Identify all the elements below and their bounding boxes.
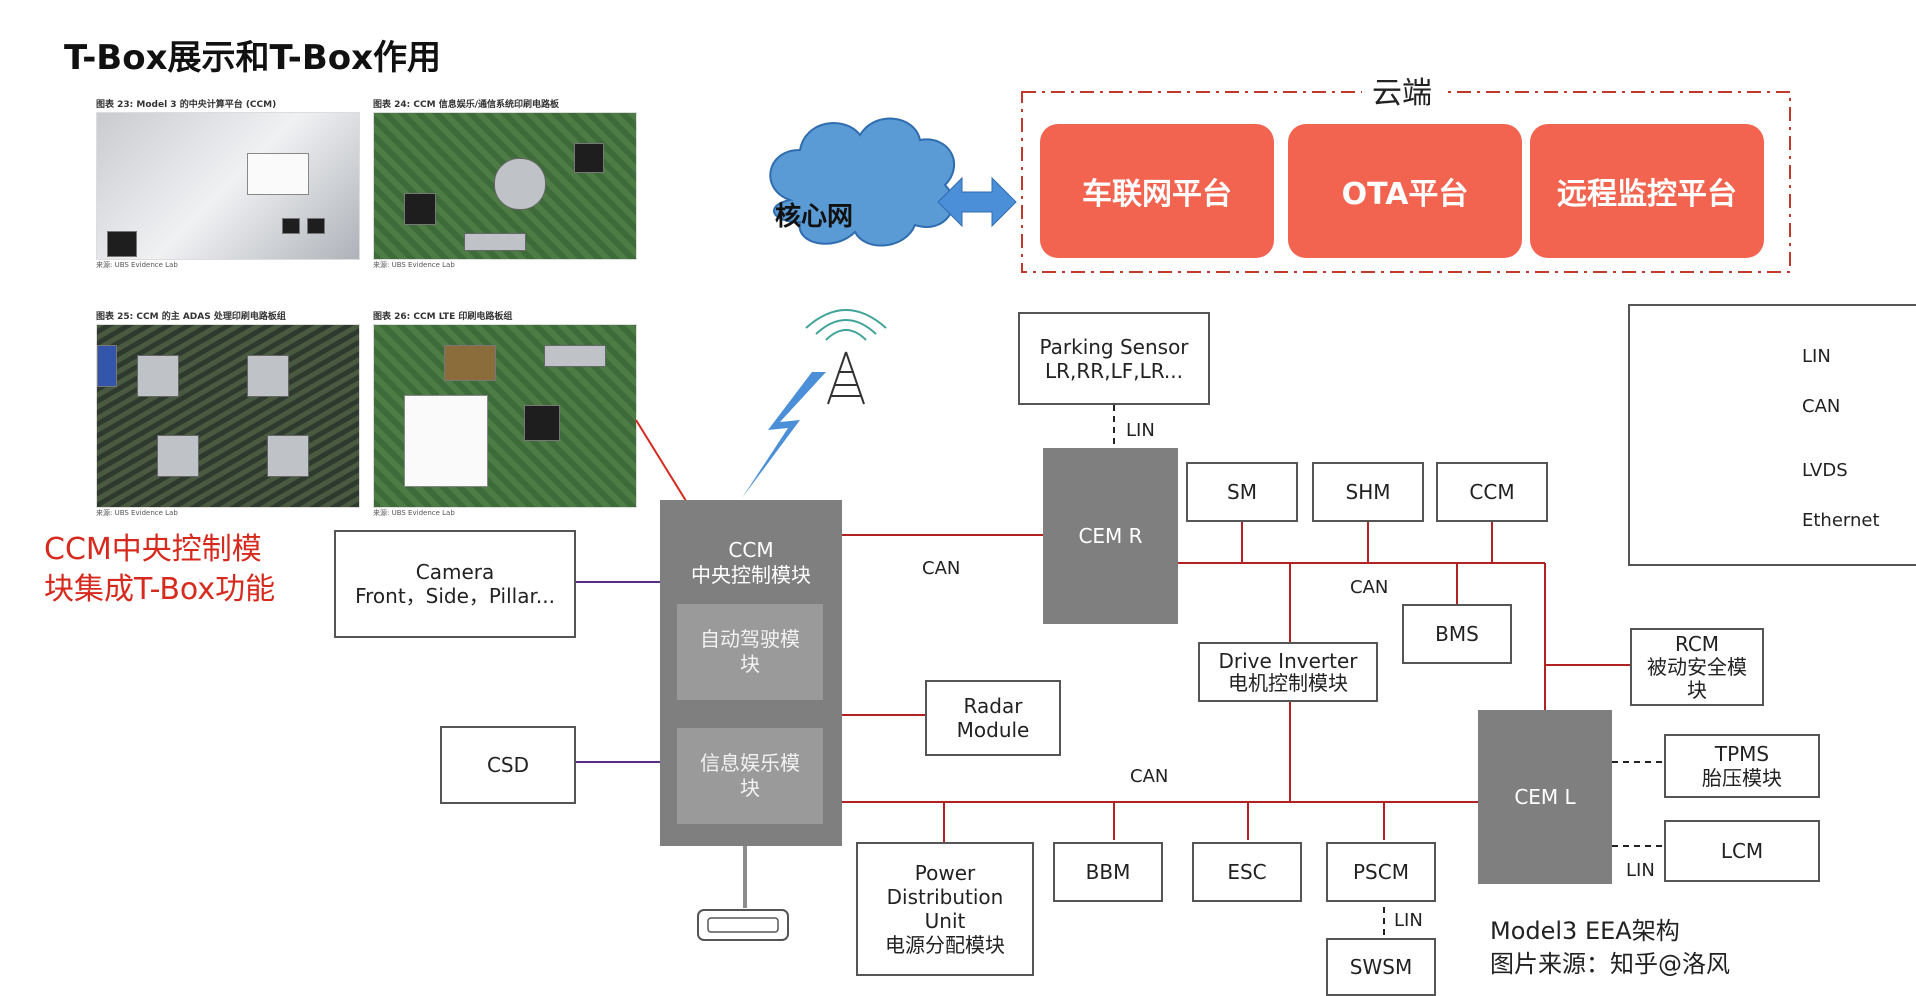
pdu-module: Power Distribution Unit 电源分配模块: [856, 842, 1034, 976]
remote-monitor-platform: 远程监控平台: [1530, 124, 1764, 258]
iov-platform: 车联网平台: [1040, 124, 1274, 258]
pdu-label: 电源分配模块: [885, 933, 1005, 957]
ccm-tbox-note: CCM中央控制模 块集成T-Box功能: [44, 530, 314, 610]
ccm-sublabel: 中央控制模块: [691, 563, 811, 587]
slide-title: T-Box展示和T-Box作用: [64, 38, 442, 78]
footer-caption: Model3 EEA架构 图片来源：知乎@洛风: [1490, 915, 1730, 981]
cloud-title: 云端: [1362, 68, 1442, 112]
bms-module: BMS: [1402, 604, 1512, 664]
tower-icon: [805, 309, 887, 405]
lin-label: LIN: [1626, 860, 1655, 881]
lin-label: LIN: [1394, 910, 1423, 931]
rcm-label: RCM: [1674, 631, 1720, 656]
rcm-label: 被动安全模: [1647, 654, 1747, 679]
note-line: 块集成T-Box功能: [44, 572, 276, 607]
legend-label-lvds: LVDS: [1802, 460, 1848, 481]
drive-inverter-sublabel: 电机控制模块: [1227, 671, 1348, 695]
can-label: CAN: [1130, 766, 1169, 787]
can-bus: [842, 520, 1630, 848]
legend-label-can: CAN: [1802, 396, 1841, 417]
radar-label: Module: [956, 718, 1030, 742]
pscm-module: PSCM: [1326, 842, 1436, 902]
lte-pcb-photo: [373, 324, 637, 508]
cem-l-module: CEM L: [1478, 710, 1612, 884]
footer-title: Model3 EEA架构: [1490, 917, 1680, 945]
photo-caption: 图表 23: Model 3 的中央计算平台 (CCM): [96, 100, 277, 110]
photo-caption: 图表 26: CCM LTE 印刷电路板组: [373, 312, 513, 322]
rcm-label: 块: [1687, 677, 1707, 702]
infotainment-label: 块: [740, 776, 760, 800]
legend: [1628, 304, 1916, 566]
photo-source: 来源: UBS Evidence Lab: [96, 261, 178, 269]
photo-source: 来源: UBS Evidence Lab: [373, 261, 455, 269]
pdu-label: Unit: [924, 909, 966, 933]
lin-label: LIN: [1126, 420, 1155, 441]
sm-module: SM: [1186, 462, 1298, 522]
core-network-cloud: [769, 117, 956, 247]
photo-caption: 图表 25: CCM 的主 ADAS 处理印刷电路板组: [96, 312, 286, 322]
note-line: CCM中央控制模: [44, 532, 262, 567]
wireless-bolt: [742, 372, 826, 498]
adas-label: 块: [740, 652, 760, 676]
photo-source: 来源: UBS Evidence Lab: [96, 509, 178, 517]
can-label: CAN: [1350, 577, 1389, 598]
esc-module: ESC: [1192, 842, 1302, 902]
parking-label: Parking Sensor: [1039, 334, 1189, 359]
pdu-label: Power: [914, 861, 976, 885]
camera-label: Camera: [415, 560, 495, 584]
adas-module: 自动驾驶模块: [677, 604, 823, 700]
ethernet-connector: [697, 909, 789, 941]
bbm-module: BBM: [1053, 842, 1163, 902]
double-arrow: [937, 176, 1017, 228]
infotainment-module: 信息娱乐模块: [677, 728, 823, 824]
ccm-body-module: CCM: [1436, 462, 1548, 522]
cem-r-module: CEM R: [1043, 448, 1178, 624]
adas-pcb-photo: [96, 324, 360, 508]
infotainment-label: 信息娱乐模: [700, 751, 800, 775]
shm-module: SHM: [1312, 462, 1424, 522]
ccm-label: CCM: [728, 538, 774, 562]
tpms-sublabel: 胎压模块: [1702, 766, 1782, 790]
photo-caption: 图表 24: CCM 信息娱乐/通信系统印刷电路板: [373, 100, 559, 110]
photo-source: 来源: UBS Evidence Lab: [373, 509, 455, 517]
infotainment-pcb-photo: [373, 112, 637, 260]
csd-module: CSD: [440, 726, 576, 804]
ccm-unit-photo: [96, 112, 360, 260]
drive-inverter-label: Drive Inverter: [1218, 649, 1358, 673]
can-label: CAN: [922, 558, 961, 579]
legend-label-ethernet: Ethernet: [1802, 510, 1880, 531]
pdu-label: Distribution: [886, 885, 1004, 909]
radar-label: Radar: [963, 694, 1023, 718]
lin-bus: [1113, 405, 1664, 938]
core-network-label: 核心网: [775, 202, 854, 232]
lcm-module: LCM: [1664, 820, 1820, 882]
tpms-label: TPMS: [1714, 742, 1770, 766]
parking-sublabel: LR,RR,LF,LR...: [1045, 358, 1183, 383]
adas-label: 自动驾驶模: [700, 627, 800, 651]
footer-source: 图片来源：知乎@洛风: [1490, 950, 1730, 978]
swsm-module: SWSM: [1326, 938, 1436, 996]
legend-label-lin: LIN: [1802, 346, 1831, 367]
ota-platform: OTA平台: [1288, 124, 1522, 258]
camera-sublabel: Front，Side，Pillar...: [355, 584, 555, 608]
